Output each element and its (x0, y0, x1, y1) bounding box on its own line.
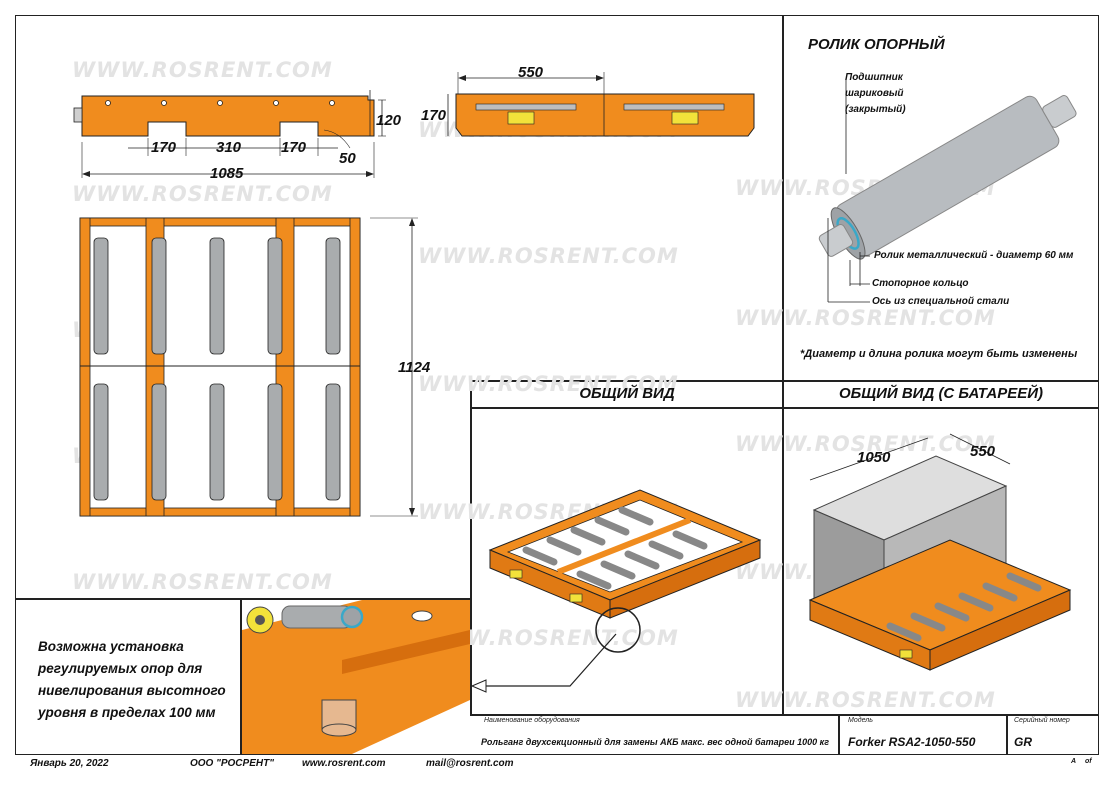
note-line-4: уровня в пределах 100 мм (38, 705, 216, 720)
divider-roller-vertical (782, 15, 784, 715)
leveling-foot-detail (242, 600, 470, 754)
side-view-drawing (447, 72, 755, 137)
footer-date: Январь 20, 2022 (30, 758, 109, 769)
model-label: Модель (848, 717, 873, 724)
plan-view-drawing (79, 217, 418, 517)
note-text: Возможна установка регулируемых опор для… (38, 636, 226, 724)
dim-plan-length: 1124 (398, 359, 431, 376)
watermark: WWW.ROSRENT.COM (735, 306, 996, 330)
divider-views-title (470, 407, 1099, 409)
watermark: WWW.ROSRENT.COM (735, 432, 996, 456)
roller-drawing (818, 80, 1077, 303)
general-view-drawing (488, 489, 762, 653)
callout-bearing: Подшипник шариковый (закрытый) (845, 70, 906, 118)
note-box-divider (240, 598, 242, 755)
callout-axis: Ось из специальной стали (872, 296, 1010, 307)
divider-views-left (470, 380, 472, 715)
dim-front-310: 310 (216, 139, 242, 156)
dim-front-total: 1085 (210, 165, 244, 182)
roller-size-note: *Диаметр и длина ролика могут быть измен… (800, 348, 1078, 360)
note-line-2: регулируемых опор для (38, 661, 203, 676)
footer-website[interactable]: www.rosrent.com (302, 758, 386, 769)
watermark: WWW.ROSRENT.COM (735, 688, 996, 712)
watermark: WWW.ROSRENT.COM (72, 58, 333, 82)
general-view-battery-title: ОБЩИЙ ВИД (С БАТАРЕЕЙ) (838, 385, 1044, 402)
serial-label: Серийный номер (1014, 717, 1070, 724)
equipment-value: Рольганг двухсекционный для замены АКБ м… (481, 737, 830, 747)
dim-battery-length: 1050 (857, 449, 891, 466)
dim-front-notch: 50 (339, 150, 356, 167)
general-view-battery-drawing (808, 433, 1072, 671)
dim-battery-width: 550 (970, 443, 996, 460)
callout-retaining-ring: Стопорное кольцо (872, 278, 969, 289)
footer-email[interactable]: mail@rosrent.com (426, 758, 514, 769)
callout-roller: Ролик металлический - диаметр 60 мм (874, 250, 1074, 261)
drawing-frame (15, 15, 1099, 755)
detail-arrow (470, 633, 617, 693)
model-value: Forker RSA2-1050-550 (848, 735, 976, 749)
watermark: WWW.ROSRENT.COM (418, 244, 679, 268)
watermark: WWW.ROSRENT.COM (72, 182, 333, 206)
note-box-top (15, 598, 470, 600)
footer-sheet-of: of (1085, 758, 1092, 765)
dim-front-170-left: 170 (151, 139, 177, 156)
equipment-label: Наименование оборудования (484, 717, 580, 724)
serial-value: GR (1014, 735, 1032, 749)
dim-side-height: 170 (421, 107, 447, 124)
roller-title: РОЛИК ОПОРНЫЙ (808, 36, 945, 53)
general-view-title: ОБЩИЙ ВИД (579, 385, 675, 402)
note-line-1: Возможна установка (38, 639, 184, 654)
watermark: WWW.ROSRENT.COM (418, 372, 679, 396)
dim-front-height: 120 (376, 112, 402, 129)
watermark: WWW.ROSRENT.COM (72, 570, 333, 594)
footer-sheet-a: A (1071, 758, 1077, 765)
dim-side-length: 550 (518, 64, 544, 81)
callout-bearing-line-3: (закрытый) (845, 104, 906, 115)
dim-front-170-right: 170 (281, 139, 307, 156)
note-line-3: нивелирования высотного (38, 683, 226, 698)
divider-views-horizontal (470, 380, 1099, 382)
divider-titleblock-model (838, 714, 840, 755)
callout-bearing-line-2: шариковый (845, 88, 904, 99)
divider-titleblock-serial (1006, 714, 1008, 755)
footer-company: ООО "РОСРЕНТ" (190, 758, 274, 769)
divider-titleblock-top (470, 714, 1099, 716)
front-view-drawing (73, 90, 386, 178)
callout-bearing-line-1: Подшипник (845, 72, 903, 83)
